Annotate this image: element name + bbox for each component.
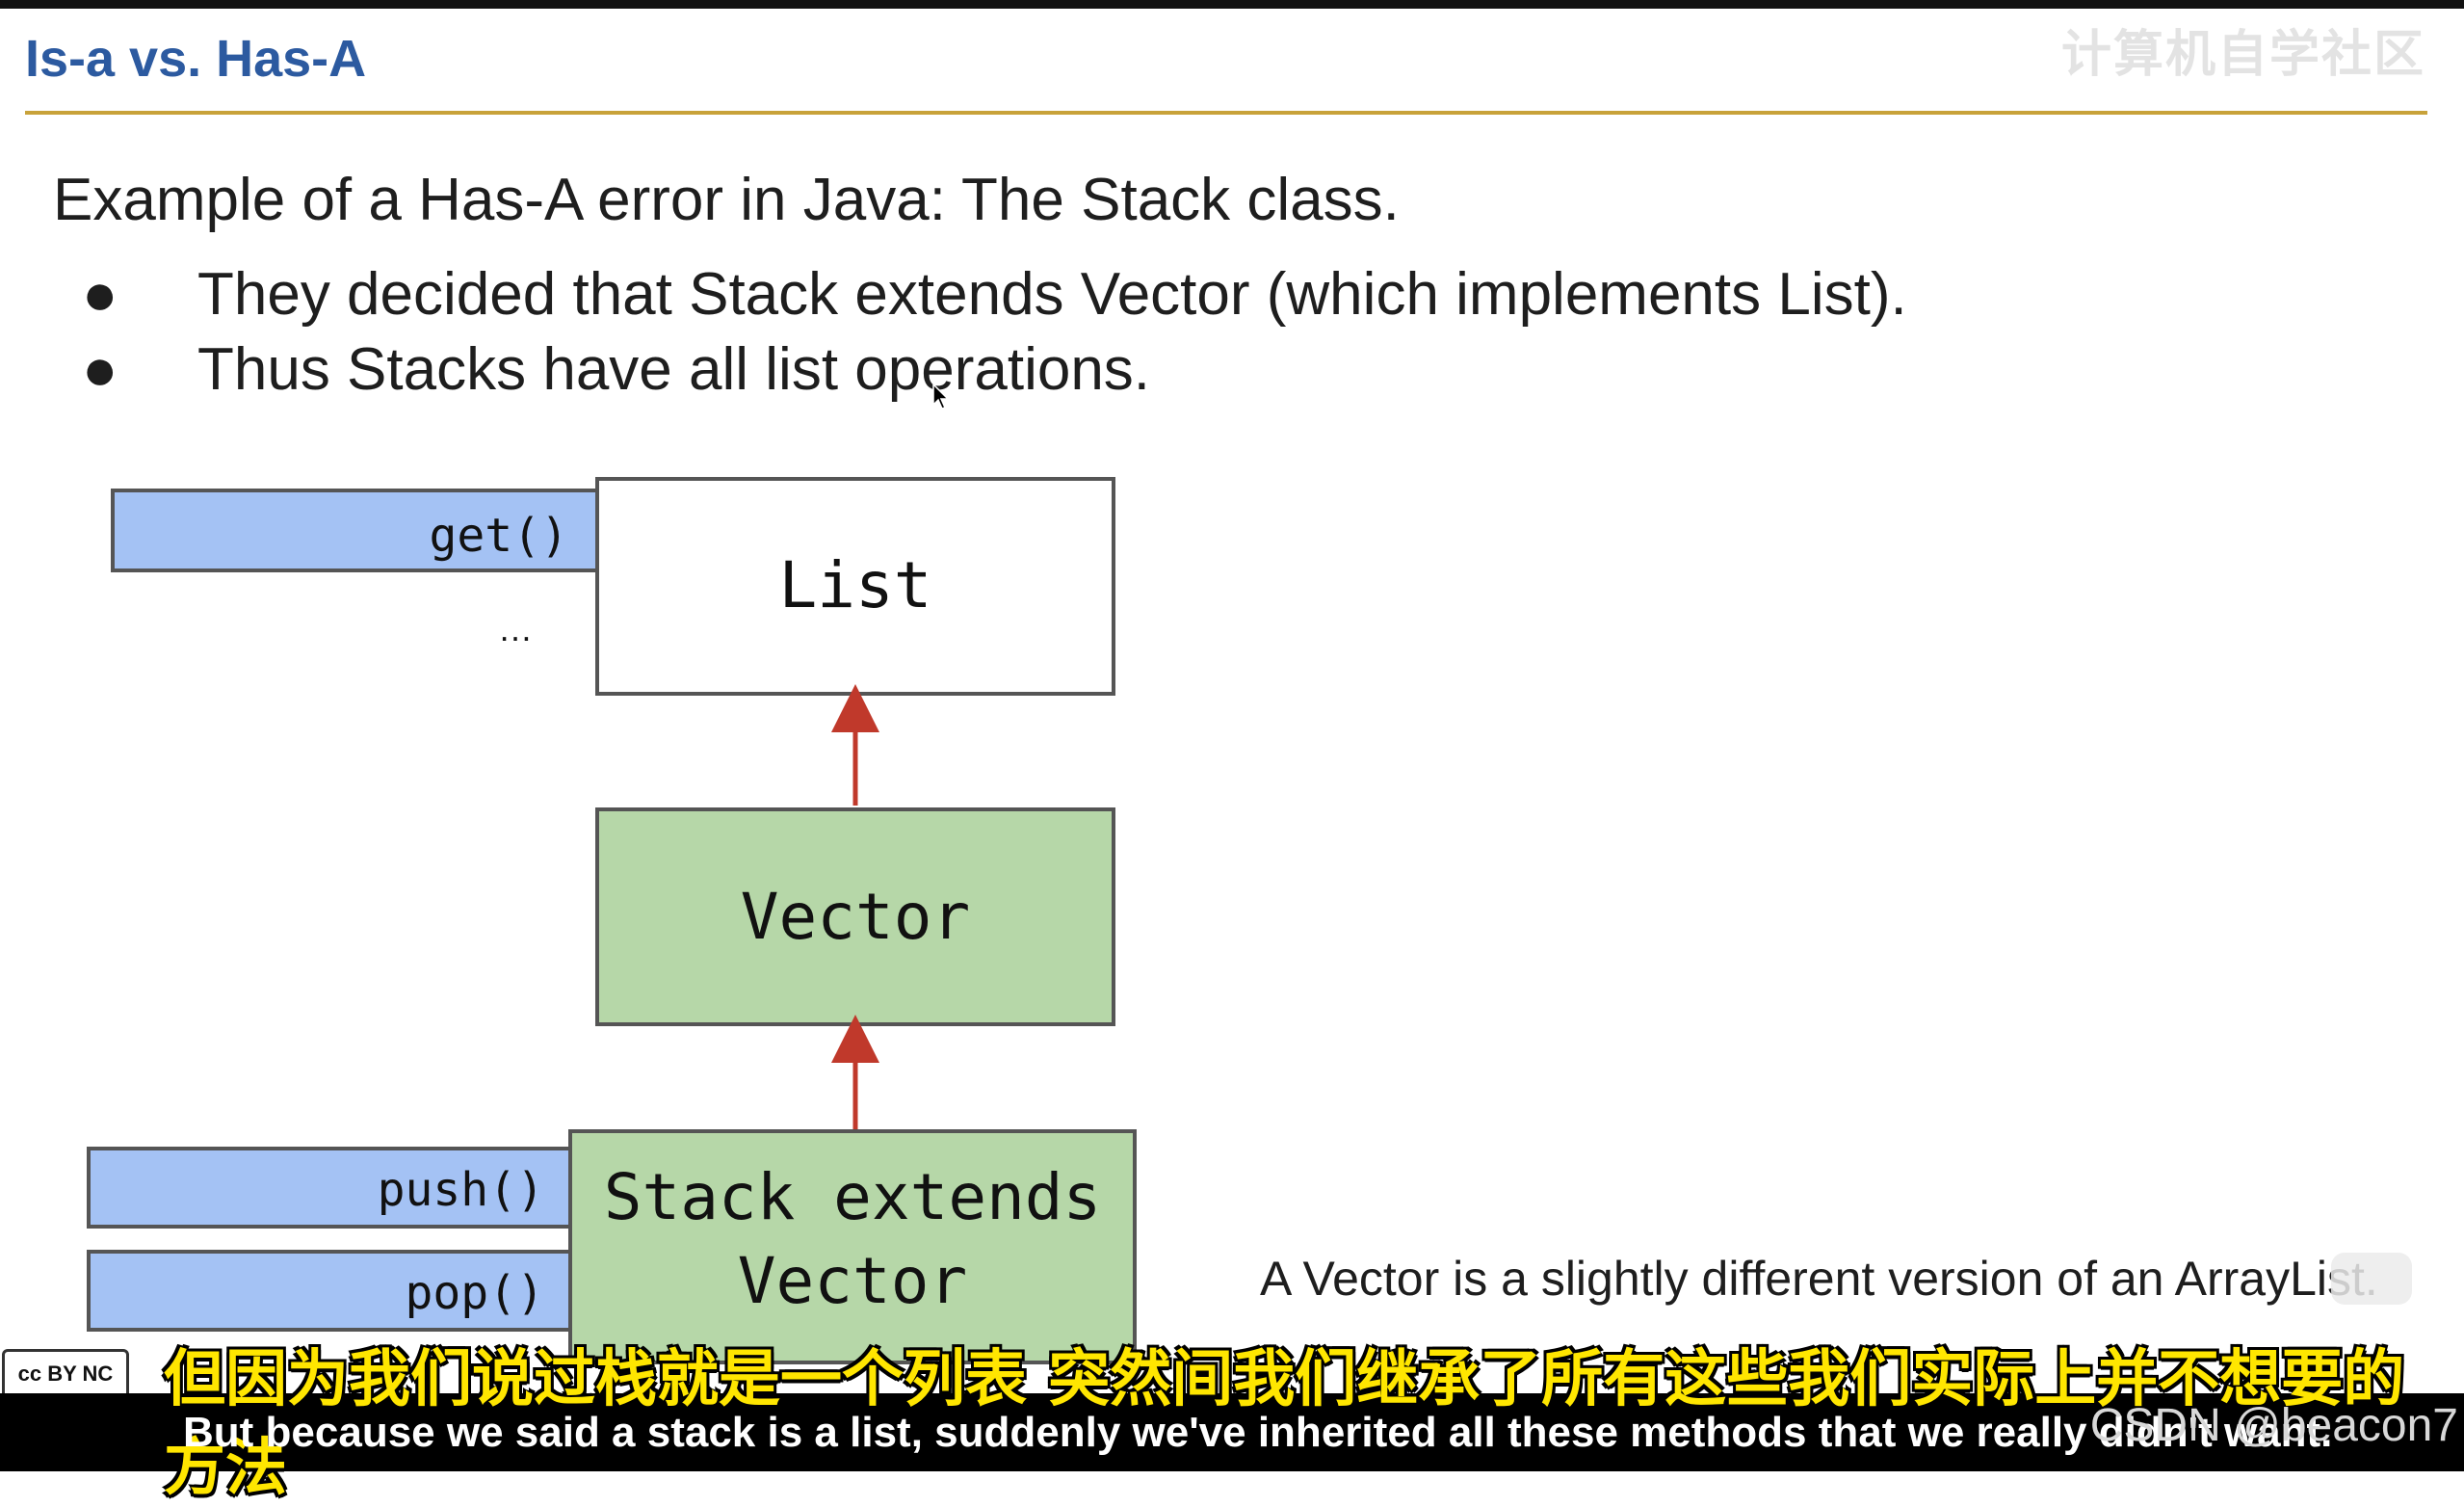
method-label: pop() [406, 1266, 545, 1320]
intro-text: Example of a Has-A error in Java: The St… [53, 167, 1400, 233]
bullet-dot-icon: ● [82, 261, 118, 328]
class-diagram: get() … List Vector push() pop() Stack e… [87, 477, 1137, 1364]
method-bar-get [111, 489, 599, 572]
stack-class-label-line2: Vector [738, 1244, 967, 1318]
method-label: push() [378, 1163, 544, 1217]
top-bar [0, 0, 2464, 9]
mouse-cursor-icon [932, 383, 950, 410]
watermark: 计算机自学社区 [2060, 27, 2425, 83]
bullet-item: ● They decided that Stack extends Vector … [82, 260, 1907, 329]
bullet-text: Thus Stacks have all list operations. [197, 336, 1151, 403]
bullet-item: ● Thus Stacks have all list operations. [82, 335, 1150, 404]
stack-class-box [568, 1129, 1137, 1364]
subtitle-english: But because we said a stack is a list, s… [183, 1409, 2333, 1456]
method-label: get() [430, 509, 569, 563]
bullet-dot-icon: ● [82, 336, 118, 403]
bullet-text: They decided that Stack extends Vector (… [197, 261, 1907, 328]
slide-title: Is-a vs. Has-A [25, 30, 367, 88]
stack-class-label-line1: Stack extends [604, 1160, 1102, 1234]
list-ellipsis: … [498, 609, 533, 648]
method-bar-push [87, 1147, 572, 1229]
vector-class-box [595, 807, 1115, 1026]
csdn-credit: CSDN @beacon7 [2089, 1400, 2458, 1451]
title-divider [25, 111, 2427, 115]
next-slide-button[interactable] [2331, 1253, 2412, 1305]
vector-note: A Vector is a slightly different version… [1260, 1252, 2378, 1306]
subtitle-bar [0, 1393, 2464, 1471]
list-class-label: List [779, 548, 932, 622]
vector-class-label: Vector [741, 880, 970, 954]
cc-license-badge: cc BY NC SA [2, 1349, 129, 1430]
